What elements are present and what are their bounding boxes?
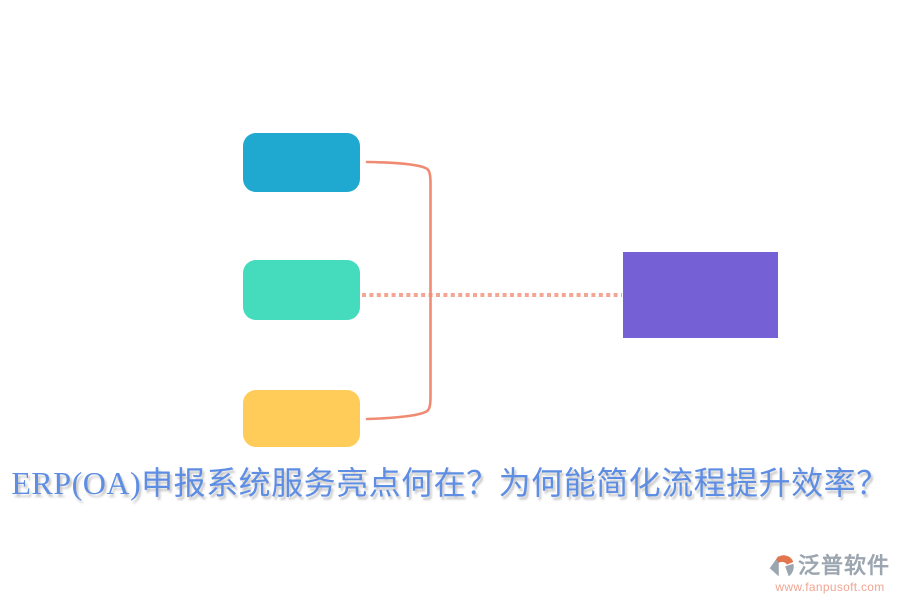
page-title: ERP(OA)申报系统服务亮点何在？为何能简化流程提升效率？ (11, 465, 889, 501)
watermark-brand-text: 泛普软件 (797, 552, 890, 578)
node-result (623, 252, 778, 338)
node-top (243, 133, 360, 192)
node-middle (243, 260, 360, 320)
bracket-connector-line (365, 160, 432, 421)
fanpu-pinwheel-icon (769, 555, 794, 577)
watermark-url-text: www.fanpusoft.com (775, 580, 885, 594)
watermark: 泛普软件 www.fanpusoft.com (769, 551, 890, 594)
watermark-brand-row: 泛普软件 (769, 551, 890, 580)
node-bottom (243, 390, 360, 447)
